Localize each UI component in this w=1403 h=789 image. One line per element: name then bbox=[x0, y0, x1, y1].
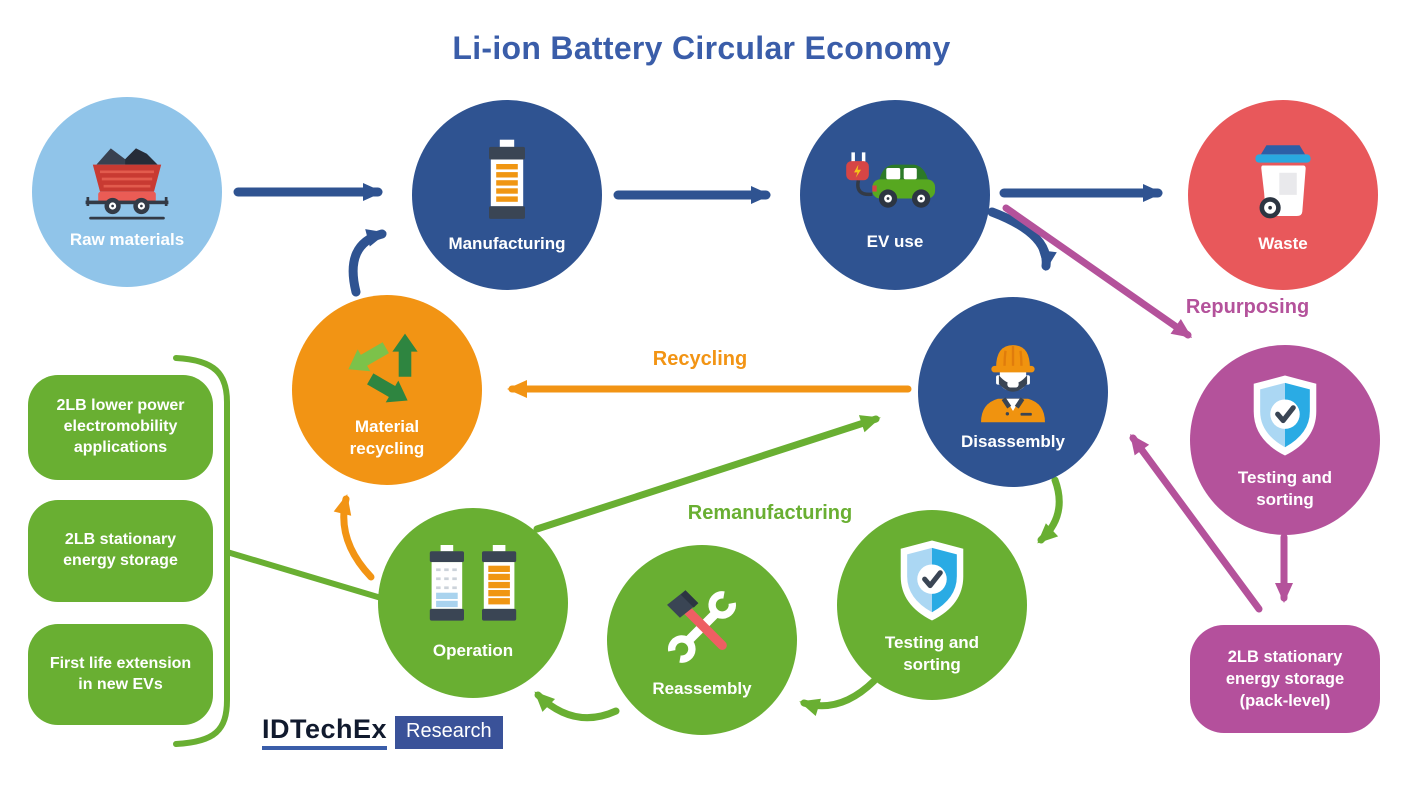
logo-brand: IDTechEx bbox=[262, 714, 388, 750]
waste-bin-icon bbox=[1237, 136, 1329, 228]
node-ev-use: EV use bbox=[800, 100, 990, 290]
node-testing-sorting-remanufacturing: Testing and sorting bbox=[837, 510, 1027, 700]
node-label: Operation bbox=[432, 640, 514, 660]
repurposing-storage-box: 2LB stationary energy storage (pack-leve… bbox=[1190, 625, 1380, 733]
worker-icon bbox=[966, 332, 1060, 426]
second-life-box-first-life-extension: First life extension in new EVs bbox=[28, 624, 213, 725]
node-waste: Waste bbox=[1188, 100, 1378, 290]
shield-check-icon bbox=[1239, 370, 1331, 462]
node-label: Disassembly bbox=[961, 431, 1065, 451]
hammer-wrench-icon bbox=[655, 581, 749, 673]
arrow-disassembly-to-testing-green bbox=[1037, 476, 1063, 544]
node-label: Raw materials bbox=[69, 229, 185, 249]
node-manufacturing: Manufacturing bbox=[412, 100, 602, 290]
node-reassembly: Reassembly bbox=[607, 545, 797, 735]
arrow-ev-to-testing-purple bbox=[1002, 204, 1193, 339]
node-disassembly: Disassembly bbox=[918, 297, 1108, 487]
node-label: Testing and sorting bbox=[1237, 468, 1333, 509]
arrow-ev-to-disassembly bbox=[987, 207, 1057, 271]
arrow-reassembly-to-operation bbox=[534, 691, 620, 722]
node-label: EV use bbox=[866, 231, 924, 251]
node-label: Reassembly bbox=[652, 678, 752, 698]
battery-icon bbox=[462, 136, 552, 228]
bracket-to-operation-connector bbox=[224, 549, 391, 603]
node-raw-materials: Raw materials bbox=[32, 97, 222, 287]
node-label: Waste bbox=[1258, 233, 1308, 253]
two-batteries-icon bbox=[414, 544, 532, 635]
flow-label-remanufacturing: Remanufacturing bbox=[687, 502, 853, 524]
recycling-arrows-icon bbox=[339, 321, 435, 411]
node-label: Testing and sorting bbox=[884, 633, 980, 674]
second-life-box-electromobility: 2LB lower power electromobility applicat… bbox=[28, 375, 213, 480]
mining-cart-icon bbox=[73, 134, 181, 224]
shield-check-icon bbox=[886, 535, 978, 627]
arrow-testing-green-to-reassembly bbox=[799, 677, 878, 716]
logo-division-badge: Research bbox=[395, 715, 503, 749]
idtechex-logo: IDTechEx Research bbox=[262, 714, 503, 750]
node-label: Material recycling bbox=[349, 417, 425, 458]
arrow-recycling-to-manufacturing bbox=[348, 229, 387, 297]
second-life-box-stationary-storage: 2LB stationary energy storage bbox=[28, 500, 213, 602]
arrow-operation-to-recycling bbox=[333, 494, 375, 581]
page-title: Li-ion Battery Circular Economy bbox=[452, 30, 951, 66]
node-material-recycling: Material recycling bbox=[292, 295, 482, 485]
flow-label-recycling: Recycling bbox=[652, 348, 748, 370]
node-testing-sorting-repurposing: Testing and sorting bbox=[1190, 345, 1380, 535]
node-label: Manufacturing bbox=[448, 233, 566, 253]
arrow-storage-box-to-disassembly bbox=[1129, 433, 1263, 613]
ev-car-icon bbox=[834, 138, 956, 226]
arrow-operation-to-disassembly bbox=[533, 415, 881, 533]
node-operation: Operation bbox=[378, 508, 568, 698]
flow-label-repurposing: Repurposing bbox=[1185, 296, 1310, 318]
